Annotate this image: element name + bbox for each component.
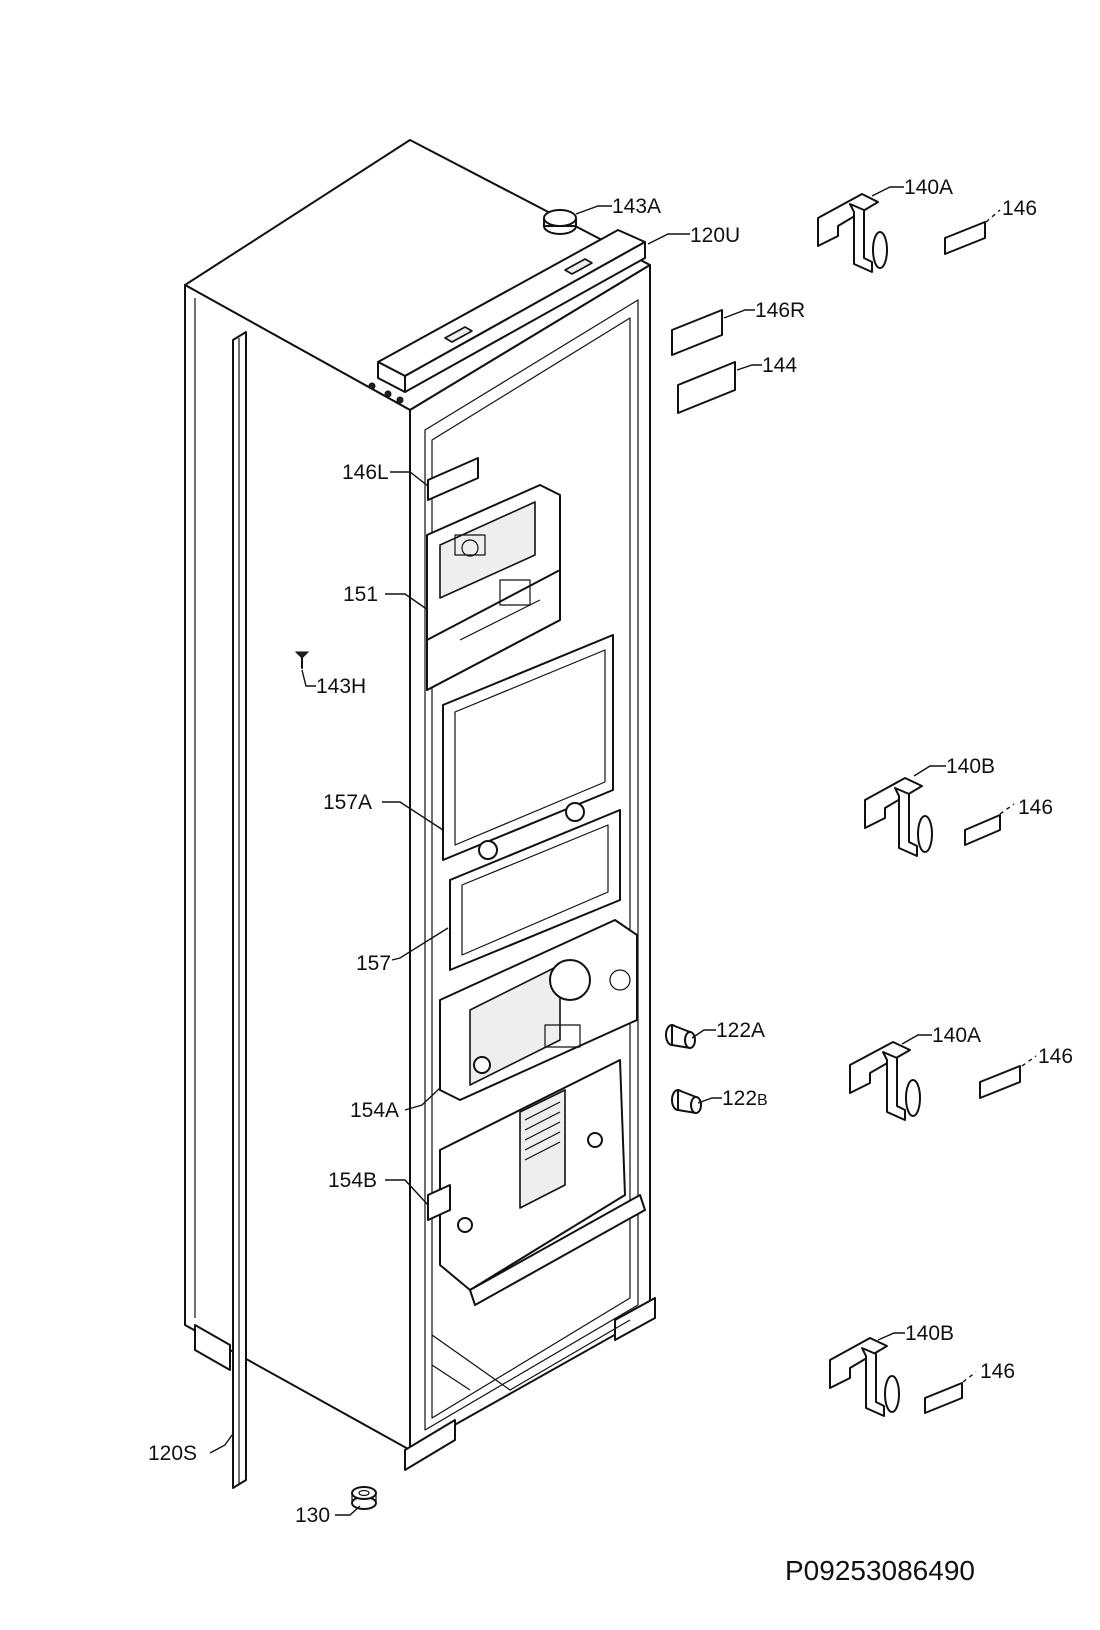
hinge-140B-bottom	[829, 1337, 900, 1417]
diagram-reference-code: P09253086490	[785, 1555, 975, 1586]
callout-146-top: 146	[1002, 197, 1037, 220]
label-144	[677, 361, 736, 414]
label-146-top	[944, 221, 986, 255]
callout-143H: 143H	[316, 675, 366, 698]
label-146R	[671, 309, 723, 356]
cap-143A	[543, 209, 577, 235]
label-146L	[427, 457, 479, 501]
callout-143A: 143A	[612, 195, 661, 218]
callout-146-upper: 146	[1018, 796, 1053, 819]
callout-146L: 146L	[342, 461, 389, 484]
callout-labels: 143A 120U 140A 146 146R 144 146L 151 143…	[148, 176, 1073, 1586]
callout-154B: 154B	[328, 1169, 377, 1192]
pin-122A	[665, 1024, 696, 1049]
callout-146-bottom: 146	[980, 1360, 1015, 1383]
callout-122B-suffix: B	[757, 1092, 768, 1109]
hinge-140A-top	[817, 193, 888, 273]
housing-151	[426, 484, 561, 691]
label-146-bottom	[924, 1382, 963, 1414]
callout-120S: 120S	[148, 1442, 197, 1465]
panel-154B	[427, 1059, 646, 1306]
callout-140A-lower: 140A	[932, 1024, 981, 1047]
callout-130: 130	[295, 1504, 330, 1527]
hinge-140A-lower	[849, 1041, 921, 1121]
drawer-front-157	[449, 809, 621, 971]
callout-122B: 122B	[722, 1087, 768, 1110]
callout-146-lower: 146	[1038, 1045, 1073, 1068]
callout-140B-upper: 140B	[946, 755, 995, 778]
foot-130	[351, 1486, 377, 1510]
hinge-140B-upper	[864, 777, 933, 857]
callout-140A-top: 140A	[904, 176, 953, 199]
label-146-upper	[964, 814, 1001, 846]
top-rail-120U	[368, 229, 646, 404]
seal-strip-120S	[232, 331, 247, 1489]
label-146-lower	[979, 1065, 1021, 1099]
vent-slots	[524, 1101, 561, 1161]
leader-lines	[209, 186, 1037, 1516]
callout-144: 144	[762, 354, 797, 377]
callout-154A: 154A	[350, 1099, 399, 1122]
callout-146R: 146R	[755, 299, 805, 322]
callout-120U: 120U	[690, 224, 740, 247]
callout-151: 151	[343, 583, 378, 606]
callout-122B-number: 122	[722, 1087, 757, 1110]
callout-157: 157	[356, 952, 391, 975]
callout-140B-bottom: 140B	[905, 1322, 954, 1345]
pin-122B	[671, 1089, 702, 1114]
callout-122A: 122A	[716, 1019, 765, 1042]
screw-143H	[294, 651, 310, 669]
drawer-front-157A	[442, 634, 614, 861]
cover-154A	[439, 919, 638, 1101]
callout-157A: 157A	[323, 791, 372, 814]
